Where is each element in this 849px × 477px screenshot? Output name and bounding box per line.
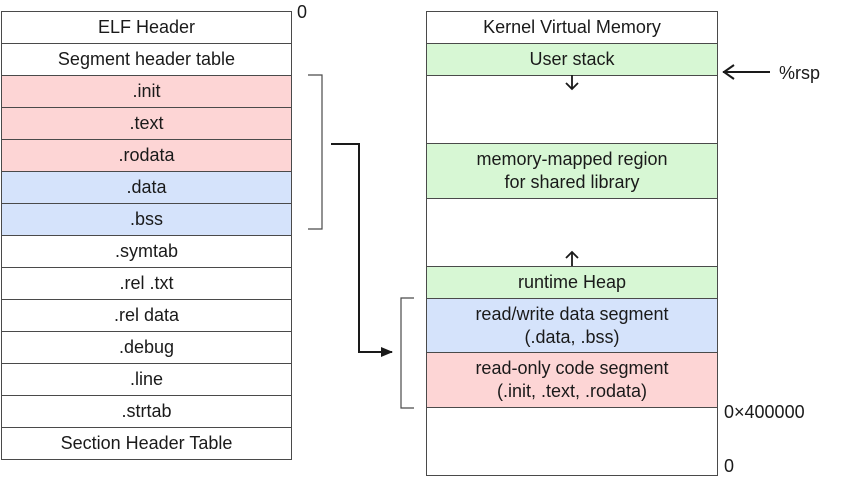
rw-segment-label-line2: (.data, .bss): [524, 326, 620, 347]
line-section-row: .line: [1, 363, 292, 396]
loadable-sections-bracket: [308, 74, 323, 230]
unused-low-memory-region: [426, 407, 718, 476]
mapping-arrow: [331, 143, 393, 357]
mmap-label-line2: for shared library: [504, 172, 640, 192]
address-zero-label: 0: [724, 456, 735, 476]
init-section-row: .init: [1, 75, 292, 108]
heap-grows-up-arrow: [565, 250, 579, 266]
address-400000-label: 0×400000: [724, 402, 805, 422]
user-stack-region: User stack: [426, 43, 718, 76]
rel-data-section-row: .rel data: [1, 299, 292, 332]
ro-segment-label-line1: read-only code segment: [475, 358, 669, 378]
ro-segment-label-line2: (.init, .text, .rodata): [496, 381, 648, 401]
strtab-section-row: .strtab: [1, 395, 292, 428]
mmap-label-line1: memory-mapped region: [476, 149, 668, 169]
loaded-segments-bracket: [400, 297, 414, 409]
rw-segment-label-line1: read/write data segment: [475, 303, 669, 324]
runtime-heap-region: runtime Heap: [426, 266, 718, 299]
user-stack-label: User stack: [529, 49, 615, 69]
read-only-code-segment: read-only code segment (.init, .text, .r…: [426, 352, 718, 408]
data-section-row: .data: [1, 171, 292, 204]
elf-header-row: ELF Header: [1, 11, 292, 44]
elf-offset-zero-label: 0: [297, 2, 308, 22]
section-header-table-row: Section Header Table: [1, 427, 292, 460]
rsp-label: %rsp: [779, 63, 821, 83]
rodata-section-row: .rodata: [1, 139, 292, 172]
rsp-pointer-arrow: [722, 64, 770, 80]
runtime-heap-label: runtime Heap: [517, 272, 627, 292]
bss-section-row: .bss: [1, 203, 292, 236]
rel-txt-section-row: .rel .txt: [1, 267, 292, 300]
stack-grows-down-arrow: [565, 75, 579, 91]
